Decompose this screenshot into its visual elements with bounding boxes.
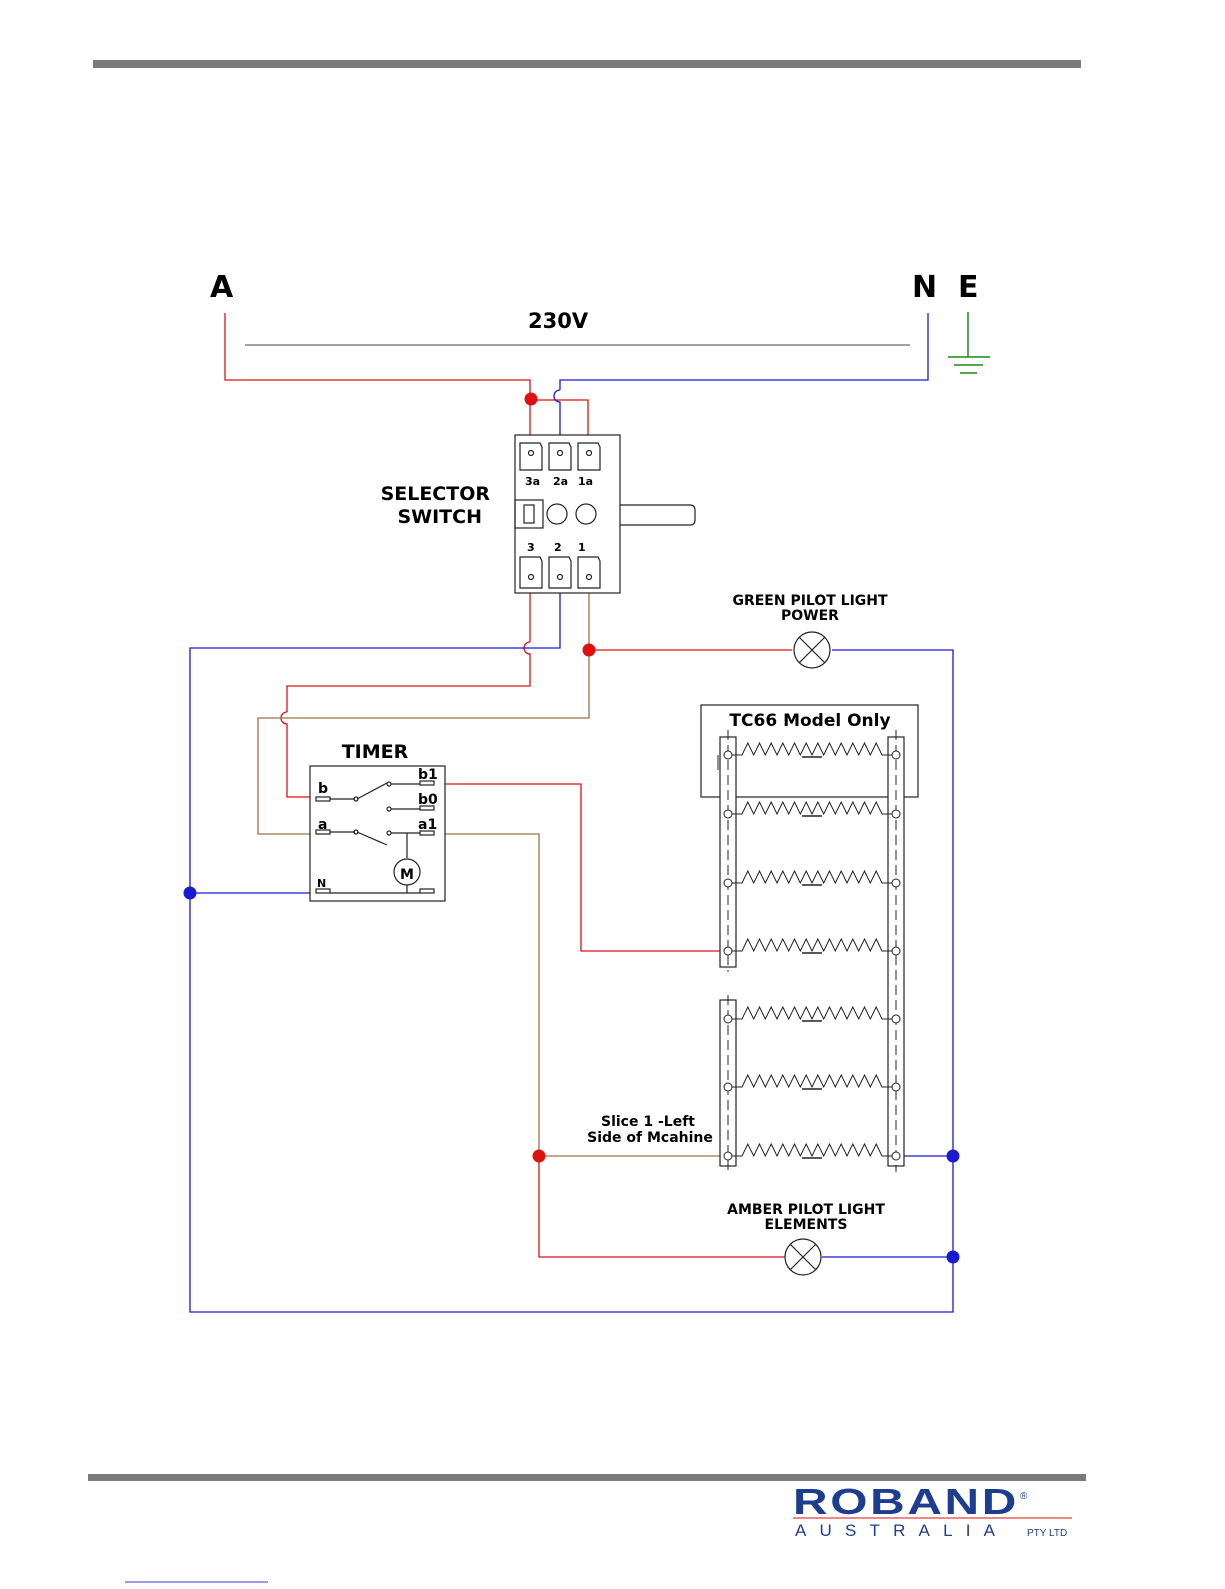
junction-neutral-timer <box>184 887 197 900</box>
selector-title-line2: SWITCH <box>397 506 482 528</box>
logo-registered-mark: ® <box>1020 1491 1028 1502</box>
junction-live-green <box>583 644 596 657</box>
selector-terminal-3a: 3a <box>525 475 540 488</box>
heating-element-5 <box>724 1007 900 1023</box>
heating-element-3 <box>724 871 900 887</box>
phase-label: A <box>210 270 234 305</box>
heating-element-1 <box>724 743 900 759</box>
roband-logo: ROBAND ® AUSTRALIA PTY LTD <box>793 1481 1072 1540</box>
selector-terminal-2: 2 <box>554 541 562 554</box>
timer-motor-label: M <box>400 867 414 883</box>
selector-terminal-2a: 2a <box>553 475 568 488</box>
wire-neutral-supply <box>560 313 928 390</box>
heating-element-4 <box>724 939 900 955</box>
heating-element-7 <box>724 1144 900 1160</box>
green-light-label-line2: POWER <box>781 608 839 624</box>
earth-label: E <box>958 270 979 305</box>
green-pilot-light <box>794 632 830 668</box>
footer-rule <box>88 1474 1086 1481</box>
heating-element-2 <box>724 802 900 818</box>
timer <box>310 766 445 901</box>
green-light-label-line1: GREEN PILOT LIGHT <box>732 593 888 609</box>
voltage-label: 230V <box>528 309 589 333</box>
junction-slice <box>533 1150 546 1163</box>
earth-symbol <box>948 312 990 373</box>
heating-element-6 <box>724 1075 900 1091</box>
wire-red-hop <box>287 642 530 712</box>
logo-country: AUSTRALIA <box>795 1521 1009 1540</box>
timer-terminal-a: a <box>318 817 327 833</box>
wire-a1-slice <box>425 834 728 1156</box>
selector-switch <box>515 435 695 593</box>
neutral-label: N <box>912 270 937 305</box>
junction-element-return <box>947 1150 960 1163</box>
logo-name: ROBAND <box>793 1481 1019 1522</box>
tc66-model-label: TC66 Model Only <box>729 711 890 731</box>
wire-live-supply <box>225 313 530 400</box>
junction-live-top <box>525 393 538 406</box>
header-rule <box>93 60 1081 68</box>
timer-terminal-n: N <box>317 877 326 890</box>
amber-light-label-line1: AMBER PILOT LIGHT <box>727 1202 885 1218</box>
amber-light-label-line2: ELEMENTS <box>765 1217 848 1233</box>
timer-title: TIMER <box>342 741 409 763</box>
timer-terminal-b0: b0 <box>418 792 438 808</box>
slice-label-line2: Side of Mcahine <box>587 1130 713 1146</box>
selector-terminal-1: 1 <box>578 541 586 554</box>
timer-terminal-b1: b1 <box>418 767 438 783</box>
selector-terminal-1a: 1a <box>578 475 593 488</box>
junction-amber-return <box>947 1251 960 1264</box>
logo-suffix: PTY LTD <box>1027 1528 1067 1539</box>
amber-pilot-light <box>785 1239 821 1275</box>
rail-centerlines <box>718 730 896 1172</box>
heating-elements <box>724 743 900 1160</box>
selector-title-line1: SELECTOR <box>381 483 491 505</box>
slice-label-line1: Slice 1 -Left <box>601 1114 695 1130</box>
timer-terminal-a1: a1 <box>418 817 437 833</box>
timer-terminal-b: b <box>318 781 328 797</box>
wire-b1-elements <box>425 784 728 951</box>
selector-terminal-3: 3 <box>527 541 535 554</box>
